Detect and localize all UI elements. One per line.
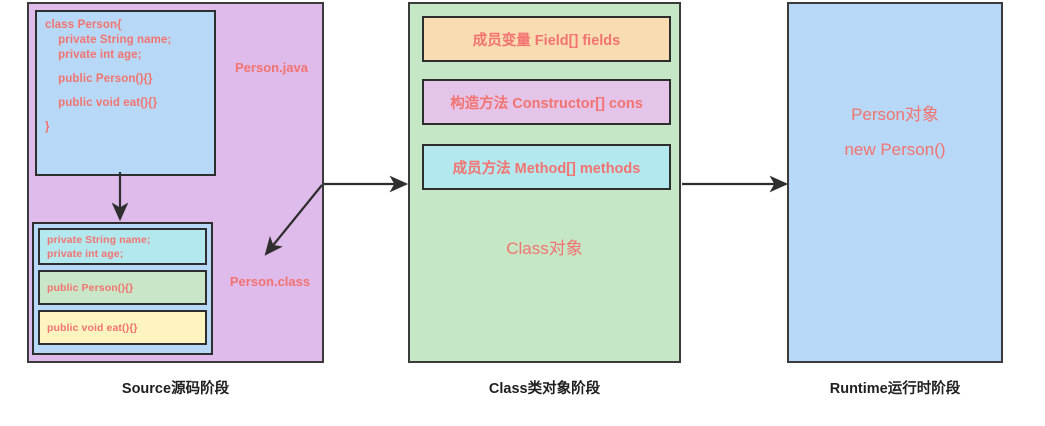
- class-object-label: Class对象: [506, 239, 583, 258]
- code-line: public void eat(){}: [47, 321, 138, 334]
- class-stage-panel: 成员变量 Field[] fields 构造方法 Constructor[] c…: [408, 2, 681, 363]
- code-spacer: [45, 111, 206, 120]
- compiled-methods-box: public void eat(){}: [38, 310, 207, 345]
- caption-runtime-stage: Runtime运行时阶段: [829, 381, 961, 397]
- code-line: class Person{: [45, 19, 122, 31]
- code-line: public void eat(){}: [45, 97, 158, 109]
- person-java-label: Person.java: [235, 60, 308, 75]
- code-line: private String name;: [45, 34, 172, 46]
- code-line: public Person(){}: [47, 281, 134, 294]
- source-stage-panel: class Person{ private String name; priva…: [27, 2, 324, 363]
- code-line: }: [45, 121, 50, 133]
- compiled-fields-box: private String name; private int age;: [38, 228, 207, 265]
- code-line: public Person(){}: [45, 73, 153, 85]
- compiled-class-box: private String name; private int age; pu…: [32, 222, 213, 355]
- class-methods-box: 成员方法 Method[] methods: [422, 144, 671, 190]
- runtime-stage-panel: Person对象 new Person(): [787, 2, 1003, 363]
- source-code-box: class Person{ private String name; priva…: [35, 10, 216, 176]
- code-line: private String name;: [47, 233, 151, 246]
- person-class-label: Person.class: [229, 274, 311, 289]
- code-line: private int age;: [45, 49, 142, 61]
- caption-source-stage: Source源码阶段: [121, 381, 230, 397]
- code-spacer: [45, 87, 206, 96]
- caption-class-stage: Class类对象阶段: [488, 381, 601, 397]
- code-line: private int age;: [47, 247, 124, 260]
- class-fields-box: 成员变量 Field[] fields: [422, 16, 671, 62]
- compiled-constructor-box: public Person(){}: [38, 270, 207, 305]
- class-constructors-box: 构造方法 Constructor[] cons: [422, 79, 671, 125]
- person-object-label: Person对象: [851, 105, 939, 124]
- new-person-label: new Person(): [844, 140, 946, 159]
- code-spacer: [45, 63, 206, 72]
